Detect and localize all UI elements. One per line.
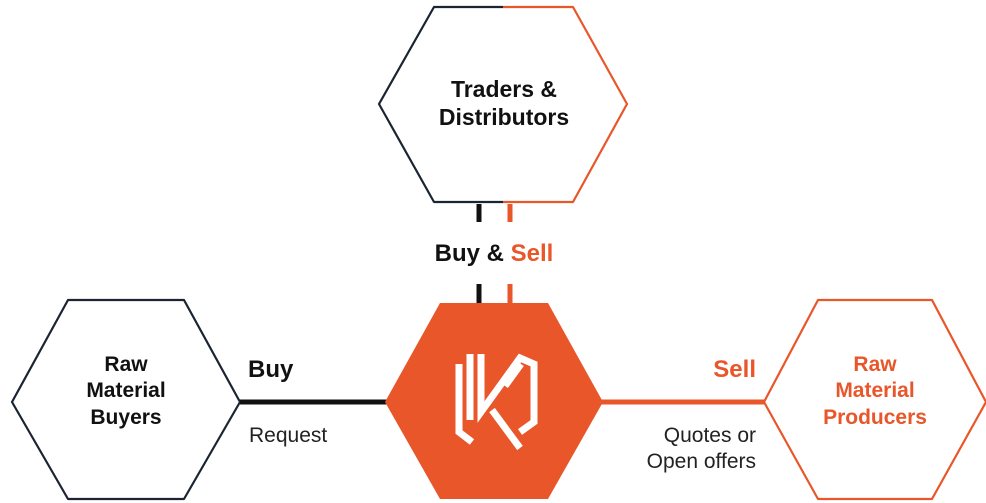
buy-and-text: Buy & <box>434 240 504 267</box>
buyers-label: Raw Material Buyers <box>56 352 196 431</box>
request-label: Request <box>249 424 328 447</box>
sell-text: Sell <box>510 240 554 267</box>
center-hexagon <box>385 303 603 499</box>
traders-hexagon-left-outline <box>377 5 503 204</box>
traders-label-line2: Distributors <box>438 103 570 130</box>
traders-label: Traders & Distributors <box>409 76 599 131</box>
buyers-label-line2: Material <box>86 379 166 403</box>
traders-label-line1: Traders & <box>450 76 558 102</box>
kite-logo-icon <box>455 353 538 451</box>
producers-label-line3: Producers <box>823 405 927 429</box>
quotes-label-line2: Open offers <box>646 450 756 474</box>
buyers-hexagon <box>10 298 242 501</box>
buy-sell-label: Buy & Sell <box>394 240 594 269</box>
traders-hexagon-right-outline <box>503 5 629 204</box>
traders-connector <box>476 204 513 304</box>
quotes-label: Quotes or Open offers <box>596 423 756 476</box>
buy-edge-label: Buy <box>248 356 294 383</box>
quotes-label-line1: Quotes or <box>663 424 756 447</box>
producers-label-line2: Material <box>835 379 915 403</box>
sell-edge-label: Sell <box>713 356 756 383</box>
producers-label: Raw Material Producers <box>805 352 945 431</box>
buyers-label-line3: Buyers <box>90 405 162 429</box>
producers-label-line1: Raw <box>853 353 897 376</box>
traders-hexagon <box>377 5 629 204</box>
buyers-label-line1: Raw <box>104 353 148 376</box>
